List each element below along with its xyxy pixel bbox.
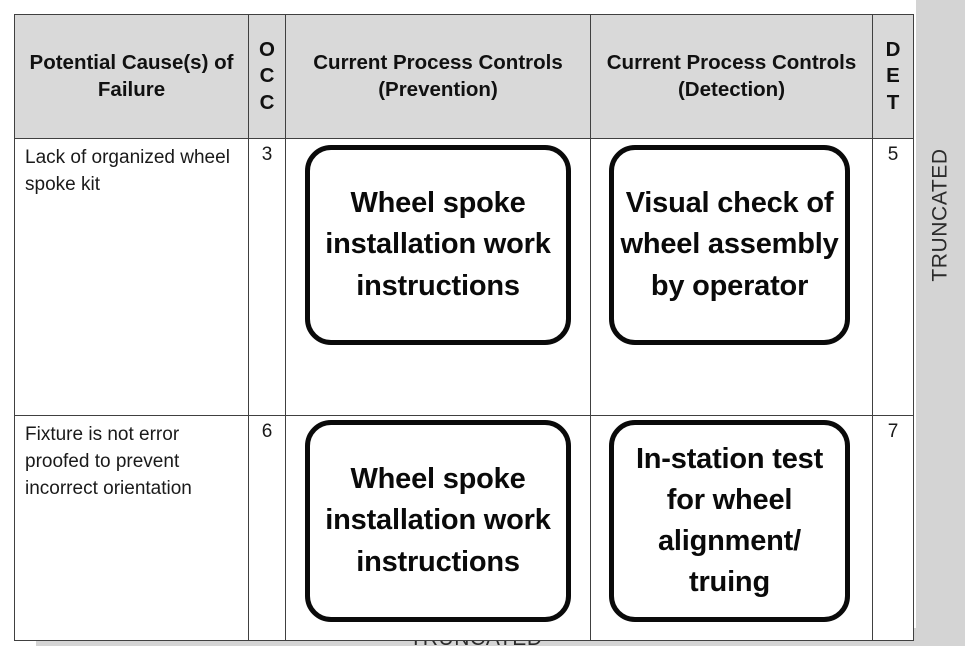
right-truncation-band [916, 0, 965, 646]
detection-header-line-1: Current [606, 51, 681, 75]
cell-prevention: Wheel spoke installation work instructio… [285, 138, 591, 416]
header-row: Potential Cause(s) of Failure O C C Curr… [14, 14, 914, 139]
table-body: Lack of organized wheel spoke kit 3 Whee… [14, 138, 914, 641]
cell-det: 7 [872, 415, 914, 641]
occ-letter-2: C [259, 64, 275, 88]
header-line-3: Failure [97, 77, 166, 101]
prevention-header-line-1: Current [313, 51, 388, 75]
det-letter-2: E [886, 64, 900, 88]
cell-cause: Fixture is not error proofed to prevent … [14, 415, 249, 641]
table-row: Fixture is not error proofed to prevent … [14, 415, 914, 641]
prevention-header-line-3: (Prevention) [378, 77, 498, 101]
header-line-1: Potential [29, 51, 117, 75]
cell-det: 5 [872, 138, 914, 416]
annotation-text-detection: In-station test for wheel alignment/ tru… [635, 442, 824, 599]
header-line-2: Cause(s) of [121, 51, 234, 75]
fmea-table: Potential Cause(s) of Failure O C C Curr… [14, 14, 914, 641]
cell-cause: Lack of organized wheel spoke kit [14, 138, 249, 416]
column-header-potential-cause: Potential Cause(s) of Failure [14, 14, 249, 139]
annotation-text-prevention: Wheel spoke installation work instructio… [325, 187, 551, 302]
annotation-box-detection: In-station test for wheel alignment/ tru… [609, 420, 850, 622]
column-header-occ: O C C [248, 14, 286, 139]
annotation-text-detection: Visual check of wheel assembly by operat… [620, 187, 839, 302]
annotation-box-prevention: Wheel spoke installation work instructio… [305, 420, 571, 622]
cell-occ: 3 [248, 138, 286, 416]
table-row: Lack of organized wheel spoke kit 3 Whee… [14, 138, 914, 416]
occ-letter-3: C [259, 90, 275, 114]
annotation-text-prevention: Wheel spoke installation work instructio… [325, 463, 551, 578]
column-header-process-controls-detection: Current Process Controls (Detection) [590, 14, 873, 139]
cell-detection: In-station test for wheel alignment/ tru… [590, 415, 873, 641]
det-letter-1: D [885, 37, 901, 61]
detection-header-line-2: Process Controls [686, 51, 857, 75]
annotation-box-detection: Visual check of wheel assembly by operat… [609, 145, 850, 345]
prevention-header-line-2: Process Controls [393, 51, 563, 75]
detection-header-line-3: (Detection) [677, 77, 786, 101]
table-header: Potential Cause(s) of Failure O C C Curr… [14, 14, 914, 139]
column-header-det: D E T [872, 14, 914, 139]
cell-prevention: Wheel spoke installation work instructio… [285, 415, 591, 641]
occ-letter-1: O [259, 37, 275, 61]
column-header-process-controls-prevention: Current Process Controls (Prevention) [285, 14, 591, 139]
annotation-box-prevention: Wheel spoke installation work instructio… [305, 145, 571, 345]
det-letter-3: T [886, 90, 900, 114]
cell-occ: 6 [248, 415, 286, 641]
cell-detection: Visual check of wheel assembly by operat… [590, 138, 873, 416]
